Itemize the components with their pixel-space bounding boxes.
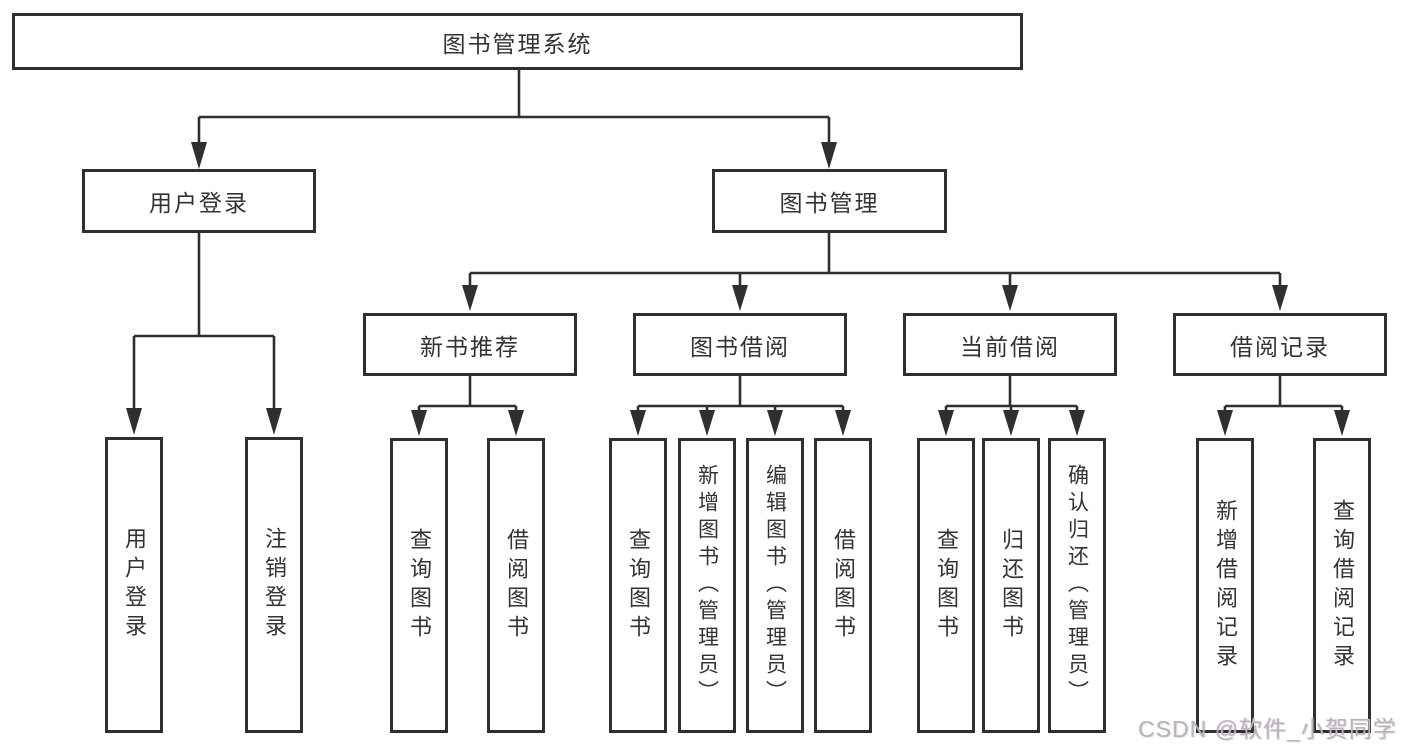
node-borrow-record-label: 借阅记录 [1230,333,1330,360]
node-leaf-logout-label: 注销登录 [262,527,287,643]
node-book-borrow-label: 图书借阅 [690,333,790,360]
node-new-book-recommend-label: 新书推荐 [420,333,520,360]
node-leaf-current-confirm-return-admin: 确认归还（管理员） [1048,438,1106,733]
node-user-login-branch-label: 用户登录 [149,190,249,216]
connector-current-borrow-to-leaves [938,376,1085,436]
connector-root-to-level2 [191,70,837,169]
node-current-borrow-label: 当前借阅 [960,333,1060,360]
connector-book-borrow-to-leaves [630,376,851,436]
node-root-label: 图书管理系统 [442,30,593,57]
node-leaf-current-return-book: 归还图书 [982,438,1040,733]
node-book-borrow: 图书借阅 [633,313,847,376]
node-leaf-record-query: 查询借阅记录 [1313,438,1371,733]
node-leaf-borrow-add-book-admin: 新增图书（管理员） [678,438,736,733]
node-leaf-recommend-borrow-book-label: 借阅图书 [504,527,529,644]
node-borrow-record: 借阅记录 [1173,313,1387,376]
node-leaf-current-return-book-label: 归还图书 [999,527,1024,644]
node-book-management-label: 图书管理 [779,190,880,216]
node-leaf-user-login: 用户登录 [105,437,163,733]
node-user-login-branch: 用户登录 [82,169,316,233]
node-leaf-recommend-query-book-label: 查询图书 [407,527,432,644]
node-current-borrow: 当前借阅 [903,313,1117,376]
node-book-management: 图书管理 [712,169,947,233]
node-leaf-current-confirm-return-admin-label: 确认归还（管理员） [1065,464,1089,707]
connector-new-book-recommend-to-leaves [411,376,524,436]
node-leaf-borrow-edit-book-admin-label: 编辑图书（管理员） [763,464,787,707]
node-leaf-logout: 注销登录 [245,437,303,733]
node-leaf-record-add-label: 新增借阅记录 [1213,498,1238,673]
node-leaf-borrow-add-book-admin-label: 新增图书（管理员） [695,464,719,707]
node-root: 图书管理系统 [12,13,1023,70]
node-leaf-borrow-query-book: 查询图书 [609,438,667,733]
node-leaf-record-query-label: 查询借阅记录 [1330,498,1355,673]
node-leaf-borrow-query-book-label: 查询图书 [626,527,651,644]
connector-borrow-record-to-leaves [1217,376,1350,436]
node-leaf-record-add: 新增借阅记录 [1196,438,1254,733]
node-leaf-current-query-book-label: 查询图书 [934,527,959,644]
node-leaf-current-query-book: 查询图书 [917,438,975,733]
connector-book-management-to-level3 [462,233,1288,311]
csdn-watermark: CSDN @软件_小贺同学 [1138,716,1397,742]
node-leaf-recommend-query-book: 查询图书 [390,438,448,733]
node-new-book-recommend: 新书推荐 [363,313,577,376]
node-leaf-recommend-borrow-book: 借阅图书 [487,438,545,733]
node-leaf-borrow-borrow-book-label: 借阅图书 [831,527,856,644]
node-leaf-user-login-label: 用户登录 [122,527,147,643]
node-leaf-borrow-borrow-book: 借阅图书 [814,438,872,733]
node-leaf-borrow-edit-book-admin: 编辑图书（管理员） [746,438,804,733]
connector-user-login-to-leaves [126,233,282,435]
